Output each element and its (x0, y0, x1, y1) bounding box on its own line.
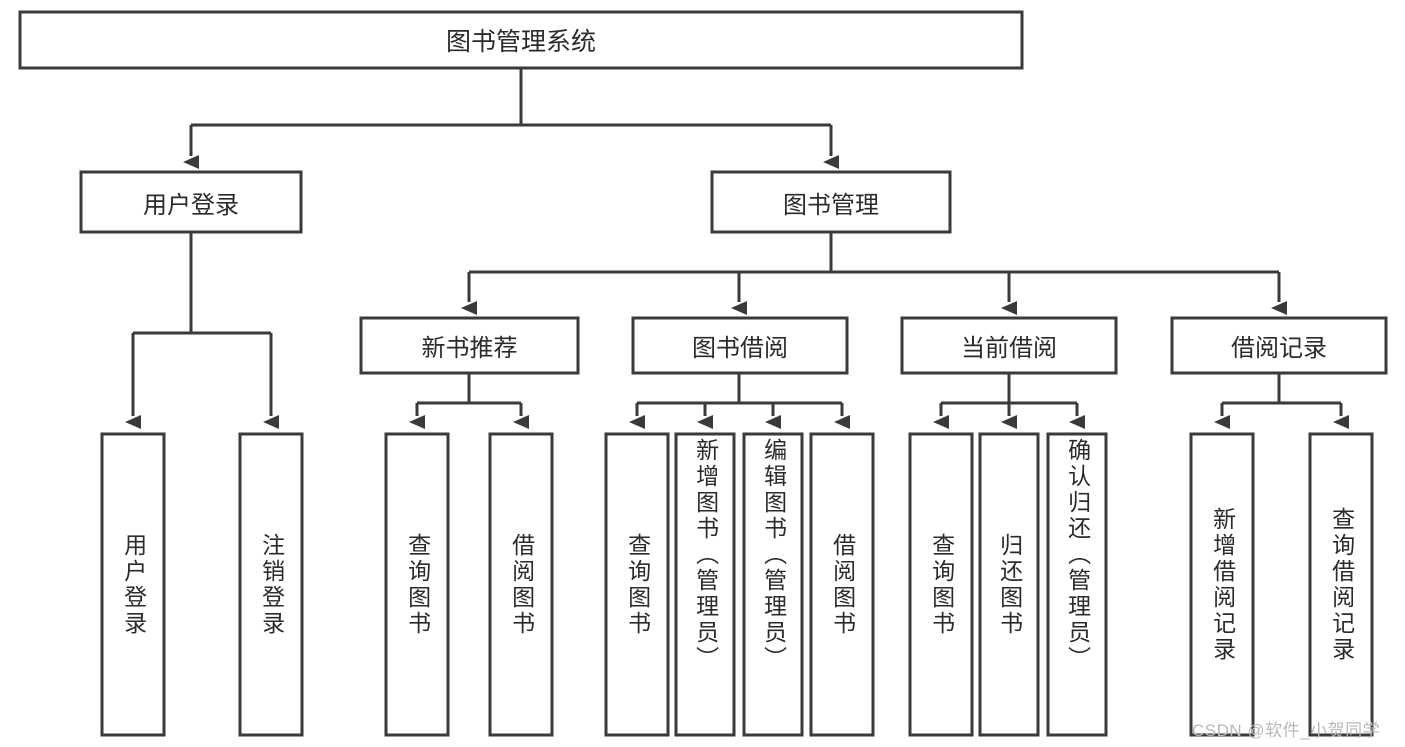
connectors-group (125, 68, 1349, 429)
node-box-leaf-query-record[interactable] (1308, 432, 1374, 737)
node-box-root[interactable] (18, 10, 1024, 70)
node-box-leaf-user-logout[interactable] (238, 432, 304, 737)
node-box-leaf-borrow-book-1[interactable] (488, 432, 554, 737)
node-box-leaf-confirm-return[interactable] (1046, 432, 1108, 737)
csdn-watermark: CSDN @软件_小贺同学 (1192, 721, 1381, 740)
node-box-leaf-return-book[interactable] (978, 432, 1040, 737)
node-box-book-manage[interactable] (710, 170, 952, 234)
node-boxes-group (18, 10, 1388, 737)
node-box-leaf-add-record[interactable] (1189, 432, 1255, 737)
node-box-leaf-query-book-1[interactable] (384, 432, 450, 737)
node-box-leaf-borrow-book-2[interactable] (809, 432, 875, 737)
node-box-leaf-edit-book[interactable] (742, 432, 804, 737)
node-box-borrow-record[interactable] (1170, 316, 1388, 375)
node-box-leaf-add-book[interactable] (674, 432, 736, 737)
node-box-leaf-query-book-3[interactable] (908, 432, 974, 737)
node-box-leaf-query-book-2[interactable] (604, 432, 670, 737)
node-box-new-book-recommend[interactable] (359, 316, 580, 375)
node-box-leaf-user-login[interactable] (100, 432, 166, 737)
node-box-current-borrow[interactable] (900, 316, 1118, 375)
node-box-book-borrow[interactable] (631, 316, 849, 375)
node-box-user-login[interactable] (79, 170, 303, 234)
